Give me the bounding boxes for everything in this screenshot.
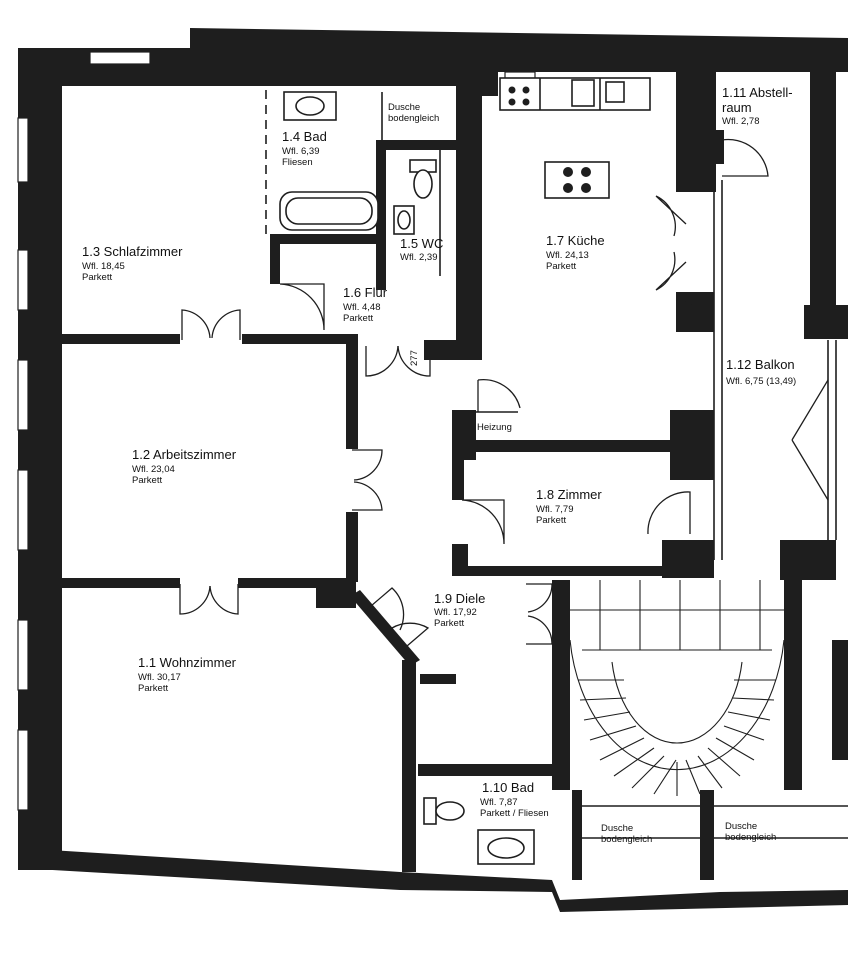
exterior-walls (18, 28, 848, 912)
room-area: Wfl. 17,92 (434, 607, 477, 618)
room-floor: Parkett (434, 618, 464, 629)
room-label-kueche: 1.7 Küche Wfl. 24,13 Parkett (546, 233, 605, 272)
room-name: 1.9 Diele (434, 591, 485, 606)
room-area: Wfl. 6,39 (282, 146, 320, 157)
stairwell (569, 580, 785, 796)
room-name: 1.10 Bad (482, 780, 534, 795)
room-label-abstellraum: 1.11 Abstell- raum Wfl. 2,78 (722, 85, 793, 127)
room-name: 1.2 Arbeitszimmer (132, 447, 237, 462)
room-floor: Parkett (132, 475, 162, 486)
room-name-line-1: 1.11 Abstell- (722, 85, 793, 100)
room-label-wohnzimmer: 1.1 Wohnzimmer Wfl. 30,17 Parkett (138, 655, 237, 694)
room-floor: Parkett (343, 313, 373, 324)
room-name: 1.8 Zimmer (536, 487, 602, 502)
room-floor: Fliesen (282, 157, 313, 168)
interior-walls (60, 86, 848, 880)
room-area: Wfl. 7,87 (480, 797, 518, 808)
shower-label-line-1: Dusche (601, 823, 633, 834)
room-area: Wfl. 7,79 (536, 504, 574, 515)
room-floor: Parkett (138, 683, 168, 694)
room-name: 1.6 Flur (343, 285, 388, 300)
room-area: Wfl. 4,48 (343, 302, 381, 313)
room-label-zimmer: 1.8 Zimmer Wfl. 7,79 Parkett (536, 487, 602, 526)
room-name: 1.12 Balkon (726, 357, 795, 372)
room-name: 1.4 Bad (282, 129, 327, 144)
room-area: Wfl. 2,39 (400, 252, 438, 263)
wall-dimension-label: 277 (409, 350, 420, 366)
shower-label-line-2: bodengleich (601, 834, 652, 845)
room-floor: Parkett (536, 515, 566, 526)
room-name: 1.7 Küche (546, 233, 605, 248)
room-floor: Parkett (82, 272, 112, 283)
shower-label-bottom-left: Dusche bodengleich (601, 823, 652, 845)
room-label-arbeitszimmer: 1.2 Arbeitszimmer Wfl. 23,04 Parkett (132, 447, 237, 486)
shower-label-line-1: Dusche (725, 821, 757, 832)
room-label-diele: 1.9 Diele Wfl. 17,92 Parkett (434, 591, 485, 629)
heating-label: Heizung (477, 422, 512, 433)
room-area: Wfl. 6,75 (13,49) (726, 376, 796, 387)
room-label-flur: 1.6 Flur Wfl. 4,48 Parkett (343, 285, 388, 324)
room-name: 1.3 Schlafzimmer (82, 244, 183, 259)
shower-label-line-2: bodengleich (725, 832, 776, 843)
room-area: Wfl. 30,17 (138, 672, 181, 683)
bathroom-fixtures (279, 91, 535, 865)
room-label-bad-1-10: 1.10 Bad Wfl. 7,87 Parkett / Fliesen (480, 780, 549, 819)
room-floor: Parkett / Fliesen (480, 808, 549, 819)
shower-label-bottom-right: Dusche bodengleich (725, 821, 776, 843)
thin-partitions (265, 90, 848, 839)
shower-label-line-2: bodengleich (388, 113, 439, 124)
room-name: 1.5 WC (400, 236, 443, 251)
doors (179, 138, 829, 653)
room-name-line-2: raum (722, 100, 752, 115)
kitchen-fixtures (499, 77, 651, 199)
room-area: Wfl. 18,45 (82, 261, 125, 272)
shower-label-top: Dusche bodengleich (388, 102, 439, 124)
room-floor: Parkett (546, 261, 576, 272)
room-area: Wfl. 23,04 (132, 464, 175, 475)
room-label-balkon: 1.12 Balkon Wfl. 6,75 (13,49) (726, 357, 796, 387)
room-label-schlafzimmer: 1.3 Schlafzimmer Wfl. 18,45 Parkett (82, 244, 183, 283)
room-name: 1.1 Wohnzimmer (138, 655, 237, 670)
room-area: Wfl. 24,13 (546, 250, 589, 261)
shower-label-line-1: Dusche (388, 102, 420, 113)
room-label-wc: 1.5 WC Wfl. 2,39 (400, 236, 443, 263)
room-label-bad-1-4: 1.4 Bad Wfl. 6,39 Fliesen (282, 129, 327, 168)
facade-windows (17, 51, 536, 811)
room-area: Wfl. 2,78 (722, 116, 760, 127)
